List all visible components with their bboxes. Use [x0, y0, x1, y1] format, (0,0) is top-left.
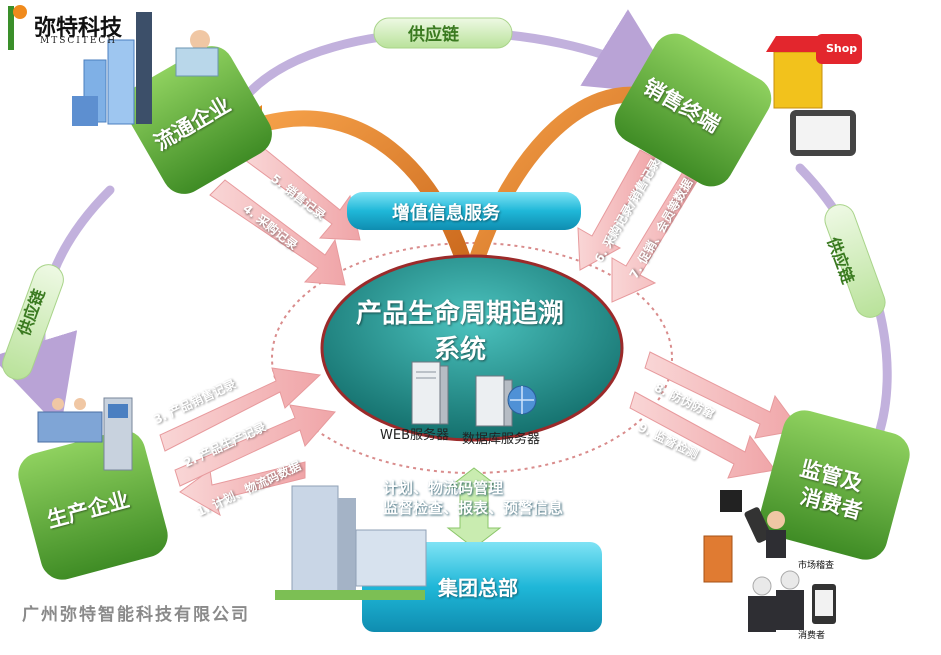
dotted-ellipse — [271, 242, 673, 474]
production-line-icon — [37, 397, 133, 471]
node-retail — [614, 33, 772, 187]
company-name: 广州弥特智能科技有限公司 — [22, 605, 250, 625]
shop-sign: Shop — [826, 42, 858, 55]
traceability-system — [320, 254, 624, 442]
inspection-icon — [703, 490, 786, 583]
supply-pill-right — [824, 204, 886, 318]
web-server-label: WEB服务器 — [380, 428, 449, 443]
circulation-buildings-icon — [72, 12, 219, 126]
node-circulation — [124, 46, 272, 194]
db-server-label: 数据库服务器 — [462, 432, 541, 447]
supply-pill-left — [2, 264, 64, 380]
value-added-label: 增值信息服务 — [392, 203, 500, 224]
market-inspection-caption: 市场稽查 — [798, 561, 835, 571]
database-server-icon — [475, 375, 537, 427]
building-icon — [275, 485, 427, 600]
logo-sub: MTSCITECH — [40, 36, 118, 46]
center-title: 产品生命周期追溯 系统 — [330, 296, 590, 368]
hq-info-line2: 监督检查、报表、预警信息 — [383, 499, 564, 517]
supply-chain-label-top: 供应链 — [408, 25, 459, 45]
server-icon — [411, 361, 449, 425]
shop-icon — [766, 34, 862, 156]
center-title-line2: 系统 — [433, 335, 486, 365]
hq-info-line1: 计划、物流码管理 — [383, 479, 504, 497]
value-added-bar — [347, 192, 581, 230]
hq-label: 集团总部 — [438, 576, 518, 600]
flow-arrows — [159, 144, 801, 517]
logo-icon — [8, 5, 27, 50]
logo-brand: 弥特科技 — [34, 15, 123, 41]
node-supervision — [760, 410, 910, 560]
center-title-line1: 产品生命周期追溯 — [355, 299, 564, 329]
consumer-caption: 消费者 — [798, 631, 826, 641]
hq-info: 计划、物流码管理 监督检查、报表、预警信息 — [383, 478, 563, 518]
supply-pill-top — [373, 17, 513, 49]
consumer-icon — [748, 570, 836, 632]
